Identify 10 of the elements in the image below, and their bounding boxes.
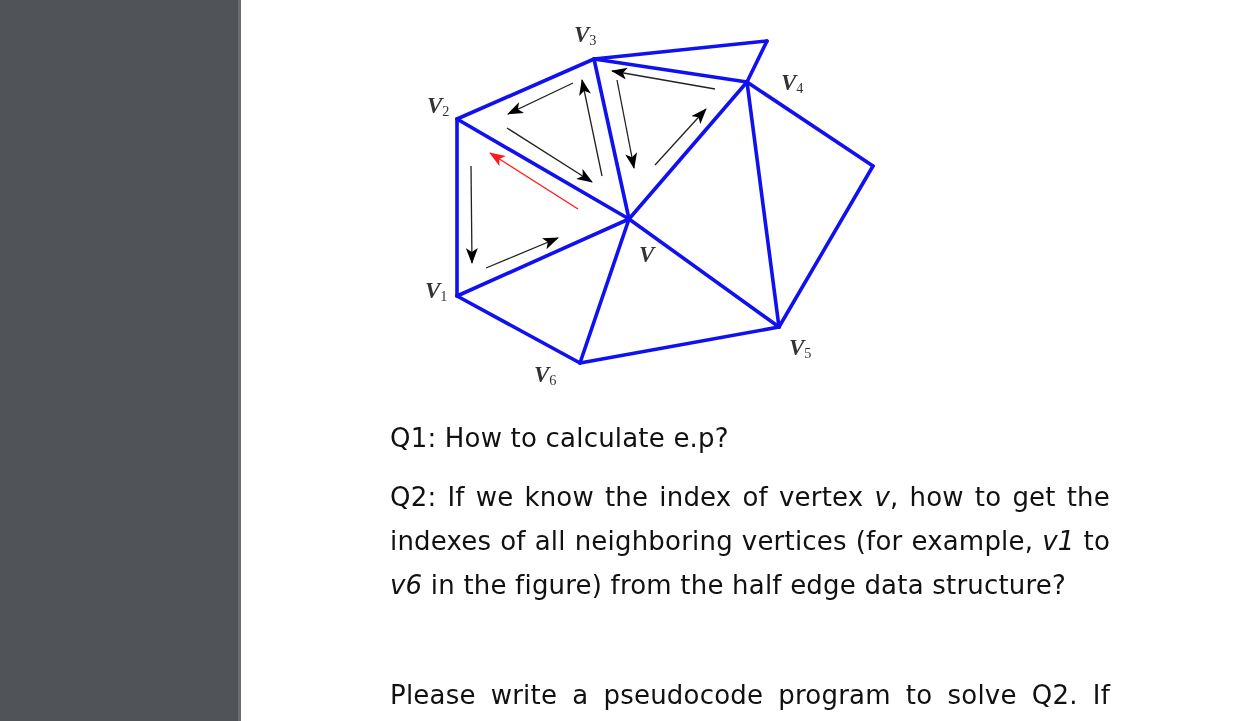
vertex-label: V$_{4}$ <box>781 70 804 95</box>
vertex-label: V$_{3}$ <box>574 22 597 47</box>
vertex-label: V$_{2}$ <box>427 93 450 118</box>
vertex-label: V$_{5}$ <box>789 335 812 360</box>
vertex-label: V$_{1}$ <box>425 278 448 303</box>
question-text: Q1: How to calculate e.p? <box>390 422 730 455</box>
question-text: Q2: If we know the index of vertex v, how to get the indexes of all neighboring vertices (for example, v1 to v6 in the figure) from the half edge data structure? <box>390 481 1110 602</box>
vertex-label: V <box>639 242 655 267</box>
instruction-text: Please write a pseudocode program to solve Q2. If <box>390 679 1110 712</box>
vertex-label: V$_{6}$ <box>534 362 557 387</box>
